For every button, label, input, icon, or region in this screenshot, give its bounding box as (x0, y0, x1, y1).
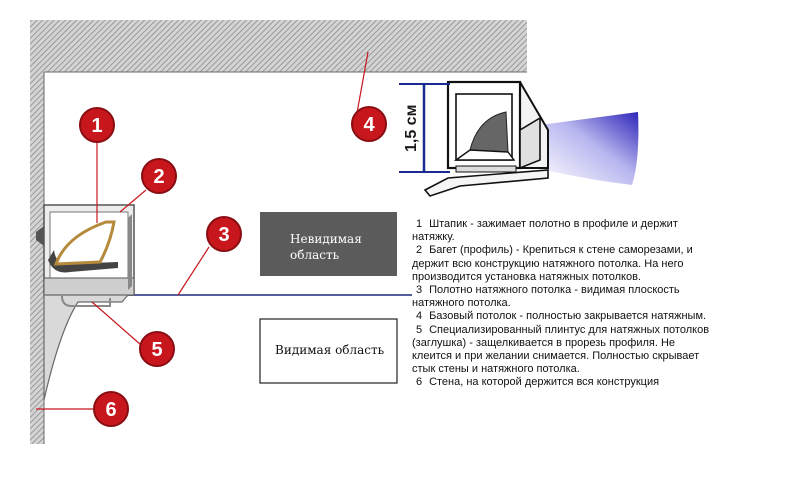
callout-6: 6 (93, 391, 129, 427)
visible-area-box (259, 318, 398, 384)
dimension-label: 1,5 см (403, 105, 420, 152)
invisible-area-line1: Невидимая (290, 232, 362, 246)
profile-detail (423, 80, 639, 197)
legend-item-3: 3 Полотно натяжного потолка - видимая пл… (412, 284, 680, 310)
svg-text:4: 4 (363, 114, 375, 136)
svg-text:3: 3 (218, 224, 229, 246)
visible-area-label: Видимая область (275, 343, 385, 357)
wall-profile (36, 204, 135, 296)
svg-text:1: 1 (91, 115, 102, 137)
legend: 1 Штапик - зажимает полотно в профиле и … (412, 218, 712, 390)
callout-4: 4 (351, 106, 387, 142)
leader-lines (36, 51, 369, 410)
svg-text:6: 6 (105, 399, 116, 421)
svg-text:5: 5 (151, 339, 162, 361)
dimension-marker: 1,5 см (399, 83, 450, 173)
callout-2: 2 (141, 158, 177, 194)
legend-item-4: 4 Базовый потолок - полностью закрываетс… (415, 310, 707, 323)
base-ceiling (30, 20, 527, 444)
invisible-area-line2: область (290, 248, 340, 262)
legend-item-1: 1 Штапик - зажимает полотно в профиле и … (412, 218, 678, 244)
legend-item-6: 6 Стена, на которой держится вся констру… (415, 376, 660, 389)
callout-5: 5 (139, 331, 175, 367)
invisible-area-box (260, 212, 397, 276)
legend-item-2: 2 Багет (профиль) - Крепиться к стене са… (412, 244, 693, 283)
plinth (43, 294, 130, 401)
legend-item-5: 5 Специализированный плинтус для натяжны… (412, 323, 710, 376)
callout-1: 1 (79, 107, 115, 143)
svg-text:2: 2 (153, 166, 164, 188)
callout-3: 3 (206, 216, 242, 252)
